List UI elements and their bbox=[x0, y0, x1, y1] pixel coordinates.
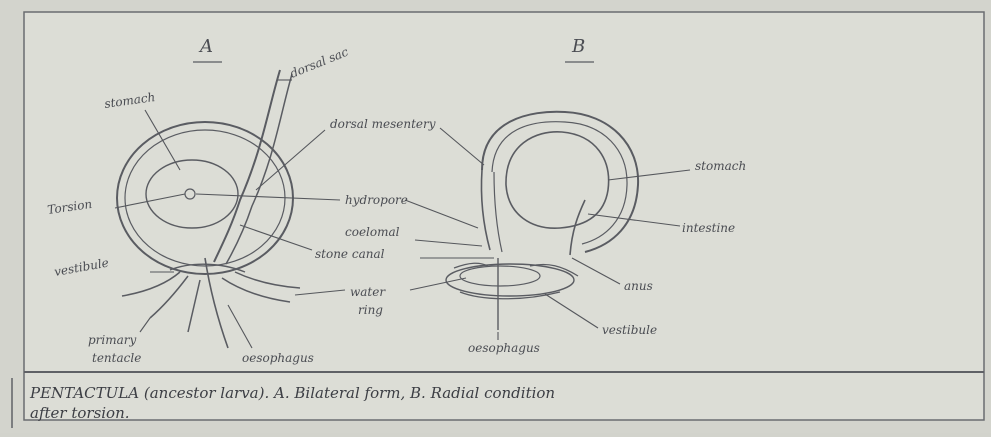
label-coelomal: coelomal bbox=[345, 225, 400, 239]
label-primary: primary bbox=[88, 333, 137, 347]
label-stone-canal: stone canal bbox=[315, 247, 385, 261]
figure-frame bbox=[24, 12, 984, 420]
label-dorsal-mesentery: dorsal mesentery bbox=[330, 117, 436, 131]
label-anus: anus bbox=[624, 279, 653, 293]
label-tentacle: tentacle bbox=[92, 351, 141, 365]
label-stomach-b: stomach bbox=[695, 159, 746, 173]
label-vestibule-b: vestibule bbox=[602, 323, 657, 337]
label-oesophagus-b: oesophagus bbox=[468, 341, 540, 355]
label-hydropore: hydropore bbox=[345, 193, 408, 207]
label-water: water bbox=[350, 285, 386, 299]
panel-a-heading: A bbox=[198, 36, 213, 57]
caption-line-2: after torsion. bbox=[30, 404, 130, 422]
caption-line-1: PENTACTULA (ancestor larva). A. Bilatera… bbox=[29, 384, 555, 402]
panel-b-heading: B bbox=[571, 36, 585, 57]
label-intestine: intestine bbox=[682, 221, 735, 235]
label-oesophagus-a: oesophagus bbox=[242, 351, 314, 365]
label-ring: ring bbox=[358, 303, 383, 317]
